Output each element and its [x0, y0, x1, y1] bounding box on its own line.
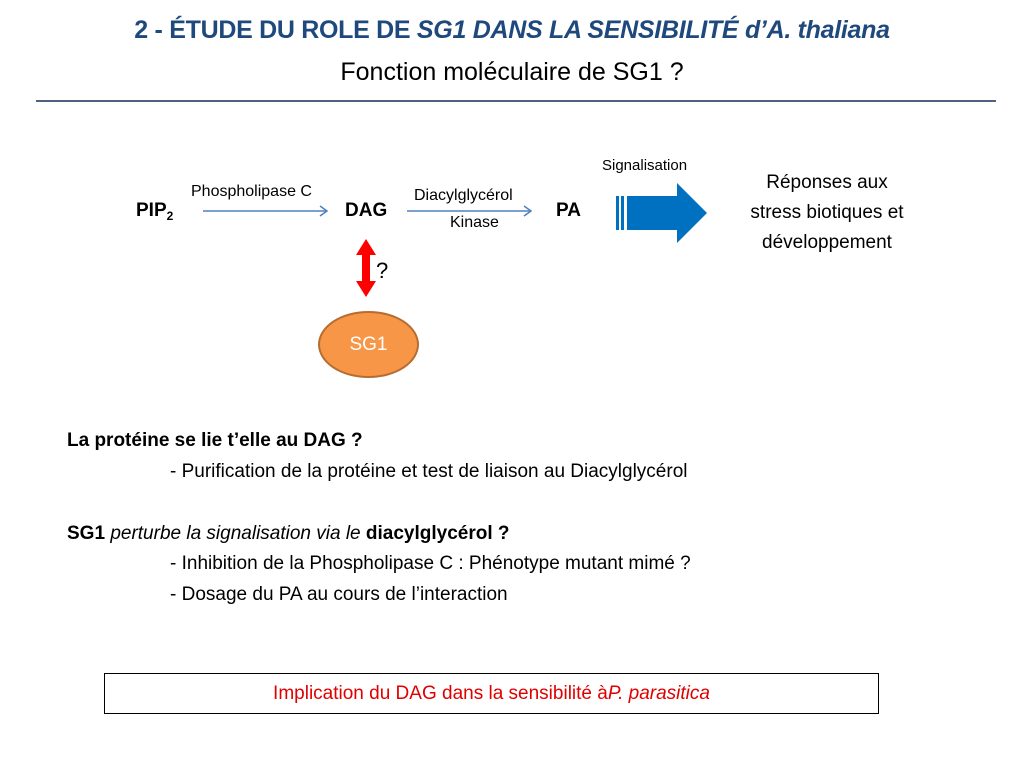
pip2-base: PIP	[136, 200, 167, 221]
slide-title-prefix: 2 - ÉTUDE DU ROLE DE	[134, 16, 417, 44]
arrow-right-icon	[203, 205, 329, 217]
enzyme-dag-kinase-line2: Kinase	[450, 214, 499, 231]
question-1-item: - Purification de la protéine et test de…	[170, 461, 688, 482]
response-line: développement	[762, 232, 892, 253]
pip2-subscript: 2	[166, 209, 174, 223]
enzyme-phospholipase-c: Phospholipase C	[191, 183, 312, 200]
question-2-item: - Inhibition de la Phospholipase C : Phé…	[170, 553, 691, 574]
sg1-label: SG1	[349, 333, 388, 355]
pip2-label: PIP2	[136, 200, 173, 223]
title-divider	[36, 100, 996, 102]
arrow-right-icon	[407, 205, 533, 217]
heading-bold-part: SG1	[67, 523, 111, 544]
signalisation-label: Signalisation	[602, 157, 688, 174]
slide-subtitle: Fonction moléculaire de SG1 ?	[340, 58, 684, 86]
response-line: Réponses aux	[766, 172, 888, 193]
response-line: stress biotiques et	[750, 202, 904, 223]
question-2-item: - Dosage du PA au cours de l’interaction	[170, 584, 508, 605]
question-mark: ?	[376, 258, 389, 283]
conclusion-box: Implication du DAG dans la sensibilité à…	[104, 673, 879, 714]
block-arrow-right-icon	[616, 183, 707, 243]
conclusion-text: Implication du DAG dans la sensibilité à	[273, 682, 608, 704]
slide-title-italic: SG1 DANS LA SENSIBILITÉ d’A. thaliana	[416, 16, 890, 44]
question-1-heading: La protéine se lie t’elle au DAG ?	[67, 430, 363, 451]
sg1-ellipse: SG1	[318, 311, 419, 378]
enzyme-dag-kinase-line1: Diacylglycérol	[414, 187, 513, 204]
response-text: Réponses aux stress biotiques et dévelop…	[720, 168, 934, 258]
question-2-heading: SG1 perturbe la signalisation via le dia…	[67, 523, 510, 545]
pa-label: PA	[556, 200, 581, 221]
slide-title: 2 - ÉTUDE DU ROLE DE SG1 DANS LA SENSIBI…	[0, 16, 1024, 45]
heading-italic-part: perturbe la signalisation via le	[110, 523, 366, 544]
dag-label: DAG	[345, 200, 388, 221]
heading-bold-part: diacylglycérol ?	[365, 523, 510, 544]
conclusion-italic: P. parasitica	[607, 682, 710, 704]
double-arrow-vertical-icon	[356, 239, 376, 297]
